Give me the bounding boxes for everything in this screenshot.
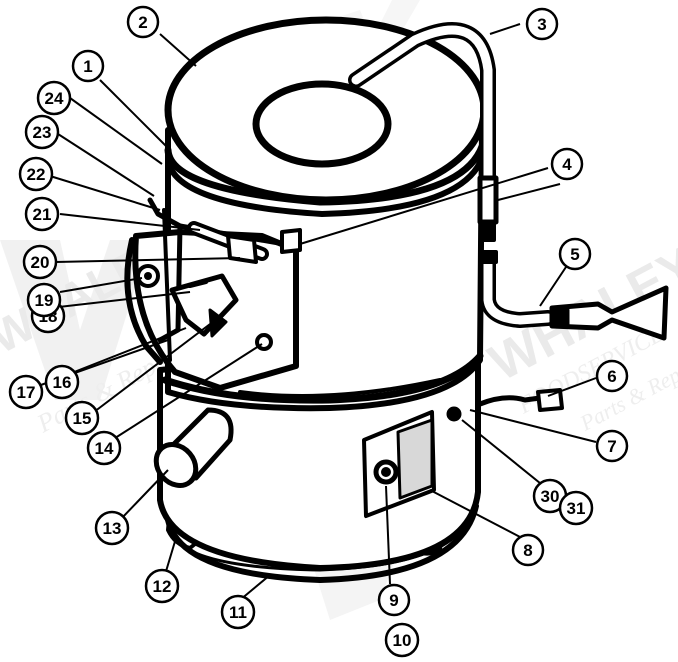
- callout-3-label: 3: [537, 15, 546, 34]
- callout-7-label: 7: [607, 437, 616, 456]
- callout-8-label: 8: [523, 541, 532, 560]
- pipe-coupling: [477, 175, 499, 225]
- callout-2: 2: [126, 5, 160, 39]
- callout-8: 8: [511, 533, 545, 567]
- callout-15: 15: [64, 400, 100, 436]
- callout-30-label: 30: [541, 487, 560, 506]
- callout-11-label: 11: [229, 603, 247, 622]
- callout-14: 14: [86, 430, 122, 466]
- callout-22-label: 22: [27, 165, 46, 184]
- side-fitting: [446, 406, 462, 422]
- callout-2-label: 2: [138, 13, 147, 32]
- callout-12: 12: [144, 568, 180, 604]
- leader-lines: [37, 23, 597, 601]
- machine-body: [124, 16, 669, 583]
- callout-4: 4: [550, 147, 584, 181]
- callout-15-label: 15: [73, 409, 92, 428]
- callout-14-label: 14: [95, 439, 114, 458]
- callout-20-label: 20: [31, 253, 50, 272]
- callout-5: 5: [558, 237, 592, 271]
- callout-23-label: 23: [33, 123, 52, 142]
- callout-6-label: 6: [607, 367, 616, 386]
- callout-16: 16: [44, 364, 80, 400]
- callout-12-label: 12: [153, 577, 172, 596]
- door-clamp: [280, 228, 302, 254]
- callout-20: 20: [22, 244, 58, 280]
- callout-6: 6: [595, 359, 629, 393]
- hose-nozzle: [549, 285, 669, 341]
- callout-1: 1: [71, 49, 105, 83]
- callout-17: 17: [8, 374, 44, 410]
- callout-4-label: 4: [562, 155, 572, 174]
- callout-31-label: 31: [567, 499, 586, 518]
- callout-17-label: 17: [17, 383, 36, 402]
- callout-21-label: 21: [33, 205, 52, 224]
- callout-9-label: 9: [389, 591, 398, 610]
- callout-10: 10: [384, 622, 420, 658]
- callout-16-label: 16: [53, 373, 72, 392]
- callout-21: 21: [24, 196, 60, 232]
- callout-30: 30: [532, 478, 568, 514]
- power-cord: [477, 395, 543, 407]
- callout-11: 11: [220, 594, 256, 630]
- callout-24-label: 24: [45, 89, 64, 108]
- callout-23: 23: [24, 114, 60, 150]
- callout-24: 24: [36, 80, 72, 116]
- callout-31: 31: [558, 490, 594, 526]
- callout-22: 22: [18, 156, 54, 192]
- callout-1-label: 1: [83, 57, 92, 76]
- middle-band: [161, 352, 484, 404]
- lid-opening: [252, 80, 392, 168]
- callout-9: 9: [377, 583, 411, 617]
- callout-5-label: 5: [570, 245, 579, 264]
- callout-13-label: 13: [103, 519, 122, 538]
- callout-19-label: 19: [35, 291, 54, 310]
- callout-19: 19: [26, 282, 62, 318]
- callout-13: 13: [94, 510, 130, 546]
- callout-10-label: 10: [393, 631, 412, 650]
- callout-7: 7: [595, 429, 629, 463]
- callout-3: 3: [525, 7, 559, 41]
